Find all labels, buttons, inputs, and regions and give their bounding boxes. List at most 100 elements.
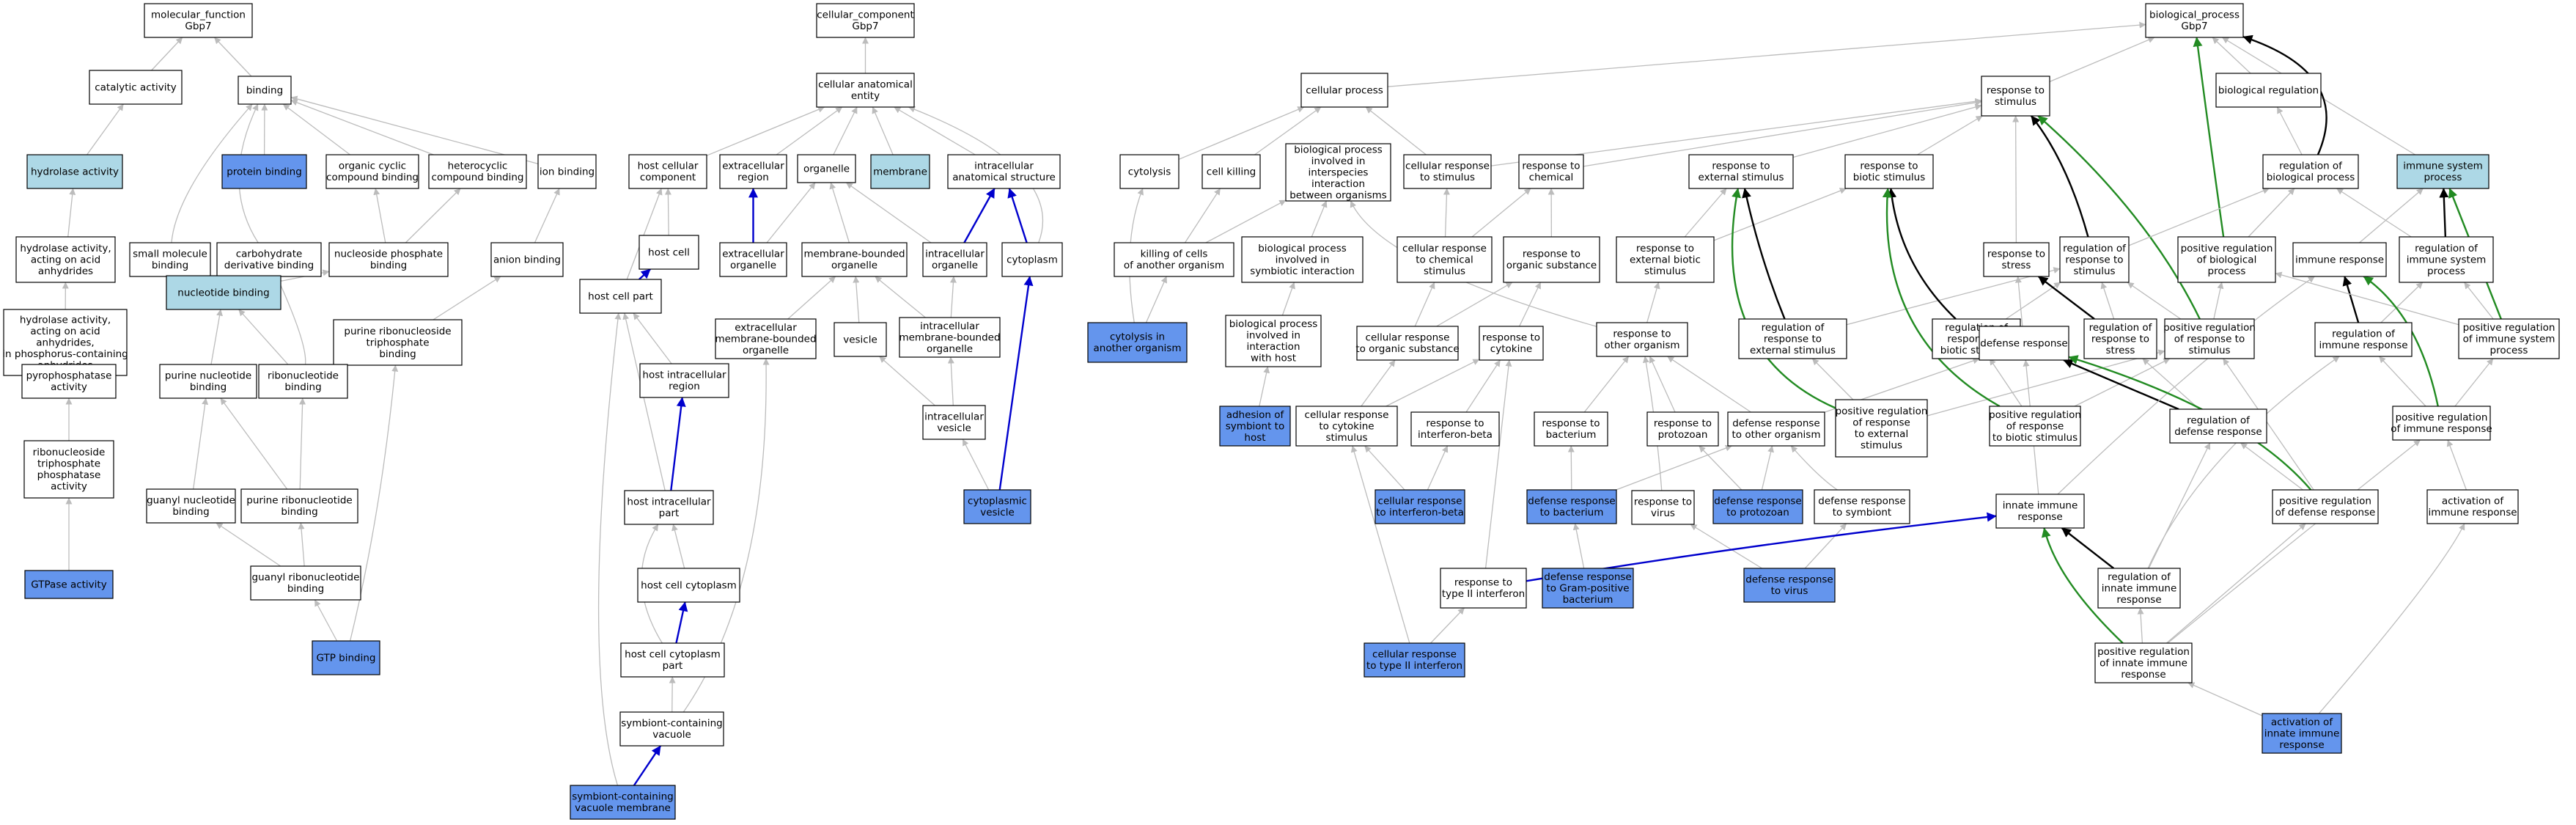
- go-node-cellkill[interactable]: cell killing: [1201, 154, 1261, 189]
- go-node-hostcytoplasm[interactable]: host cell cytoplasm: [637, 568, 740, 603]
- go-node-ionbind[interactable]: ion binding: [537, 154, 597, 189]
- go-node-immresp[interactable]: immune response: [2292, 242, 2387, 277]
- go-node-nucbind[interactable]: nucleotide binding: [166, 275, 281, 310]
- go-node-gtpbind[interactable]: GTP binding: [312, 640, 380, 675]
- go-node-ribonucNTPase[interactable]: ribonucleosidetriphosphatephosphataseact…: [23, 440, 114, 499]
- go-node-defresp[interactable]: defense response: [1979, 326, 2069, 361]
- go-node-cytolysis[interactable]: cytolysis: [1119, 154, 1180, 189]
- go-node-catalytic[interactable]: catalytic activity: [89, 70, 183, 105]
- go-node-hostcell[interactable]: host cell: [639, 235, 699, 270]
- go-node-hydrolase[interactable]: hydrolase activity: [26, 154, 123, 189]
- go-node-cytoplasm[interactable]: cytoplasm: [1001, 242, 1063, 277]
- go-node-membrane[interactable]: membrane: [870, 154, 930, 189]
- go-node-cellproc[interactable]: cellular process: [1300, 73, 1388, 108]
- go-node-gtpase[interactable]: GTPase activity: [24, 570, 114, 599]
- go-node-anion[interactable]: anion binding: [490, 242, 564, 277]
- go-node-protbind[interactable]: protein binding: [221, 154, 307, 189]
- go-node-hostcellpart[interactable]: host cell part: [579, 279, 662, 314]
- go-node-vesicle[interactable]: vesicle: [833, 322, 887, 357]
- go-node-binding[interactable]: binding: [238, 76, 292, 105]
- go-node-hydroacid[interactable]: hydrolase activity,acting on acidanhydri…: [15, 236, 116, 283]
